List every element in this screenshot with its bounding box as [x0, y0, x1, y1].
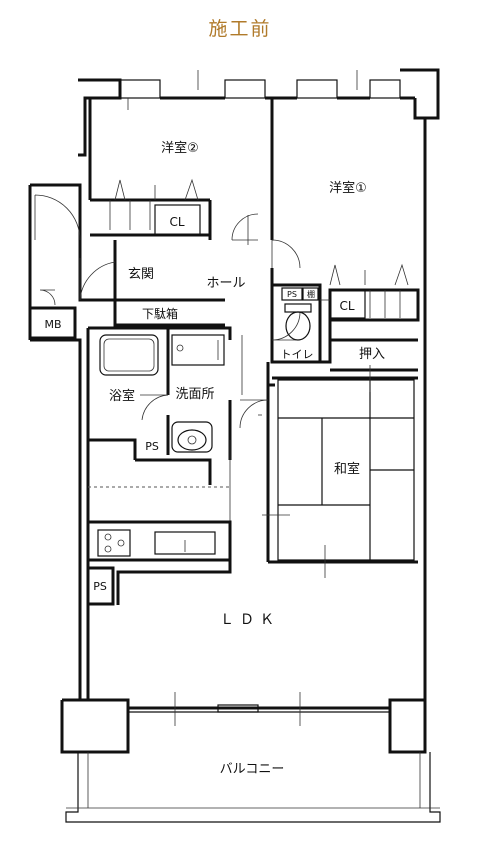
label-shoe-box: 下駄箱 — [142, 306, 178, 321]
label-shelf: 棚 — [307, 289, 315, 299]
toilet-fixture — [281, 287, 330, 341]
doors — [34, 194, 301, 429]
label-washroom: 洗面所 — [175, 387, 214, 402]
label-toilet: トイレ — [281, 348, 314, 361]
tatami-grid — [262, 365, 415, 578]
label-ldk: ＬＤＫ — [220, 612, 280, 628]
label-ps-mid: PS — [145, 440, 159, 453]
label-entrance: 玄関 — [128, 267, 154, 282]
room-labels: 洋室② 洋室① CL CL 玄関 ホール 下駄箱 MB PS 棚 トイレ 押入 … — [44, 140, 385, 777]
balcony-windows — [128, 692, 390, 726]
label-closet-a: CL — [169, 215, 184, 229]
label-bath: 浴室 — [109, 388, 135, 404]
label-mb: MB — [44, 318, 61, 331]
plan-title: 施工前 — [208, 18, 272, 40]
outer-walls — [28, 68, 440, 754]
label-ps-low: PS — [93, 580, 107, 593]
dimension-ticks — [127, 70, 358, 416]
label-ps-top: PS — [287, 290, 297, 299]
bath-fixtures — [99, 334, 243, 453]
balcony-outline — [65, 752, 441, 823]
kitchen-fixtures — [86, 440, 232, 606]
closet-details — [109, 178, 409, 319]
label-oshiire: 押入 — [359, 347, 385, 362]
label-washitsu: 和室 — [334, 461, 360, 477]
label-western2: 洋室② — [161, 140, 199, 156]
label-balcony: バルコニー — [220, 762, 285, 777]
label-closet-b: CL — [339, 299, 354, 313]
label-western1: 洋室① — [329, 180, 367, 196]
label-hall: ホール — [206, 276, 245, 291]
